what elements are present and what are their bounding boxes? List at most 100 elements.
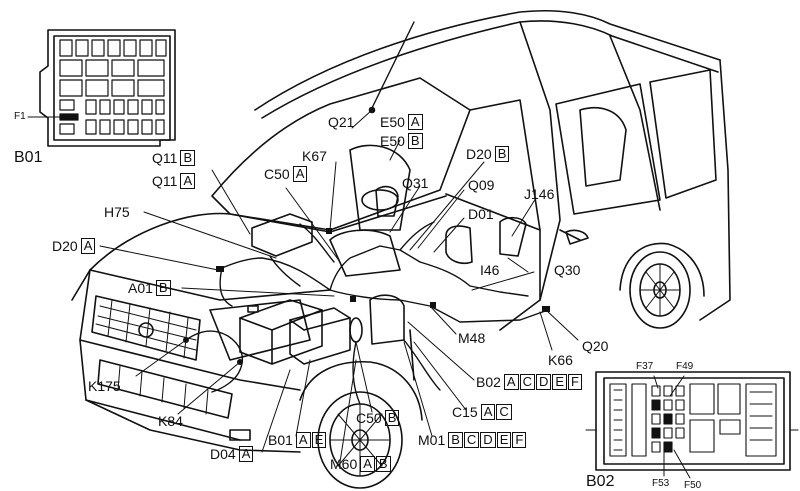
antenna [368, 21, 415, 114]
connector-suffix-box: E [552, 374, 568, 390]
component-code: K175 [88, 378, 121, 394]
component-code: Q30 [554, 262, 581, 278]
component-label-k84: K84 [158, 413, 185, 429]
connector-suffix-box: D [480, 432, 496, 448]
component-code: C15 [452, 404, 478, 420]
component-code: C50 [264, 166, 290, 182]
component-code: M01 [418, 432, 446, 448]
connector-suffix-box: F [512, 432, 527, 448]
connector-suffix-box: B [375, 456, 391, 472]
component-code: K67 [302, 148, 327, 164]
connector-suffix-box: F [568, 374, 582, 390]
connector-suffix-box: A [480, 404, 496, 420]
fuse-label: F53 [652, 478, 670, 489]
connector-suffix-box: C [463, 432, 480, 448]
connector-suffix-box: C [496, 404, 512, 420]
connector-suffix-box: D [535, 374, 552, 390]
component-code: Q31 [402, 175, 429, 191]
component-label-q20: Q20 [582, 338, 610, 354]
connector-suffix-box: E [496, 432, 512, 448]
component-code: D20 [466, 146, 492, 162]
component-code: K84 [158, 413, 183, 429]
component-code: D04 [210, 446, 236, 462]
component-label-m48: M48 [458, 330, 487, 346]
component-code: D01 [468, 206, 494, 222]
component-label-i46: I46 [480, 262, 501, 278]
component-code: Q09 [468, 177, 495, 193]
connector-suffix-box: E [311, 432, 327, 448]
component-code: I46 [480, 262, 500, 278]
connector-suffix-box: A [238, 446, 254, 462]
component-label-k175: K175 [88, 378, 123, 394]
component-code: J146 [524, 186, 555, 202]
van-body [71, 9, 731, 489]
connector-suffix-box: C [519, 374, 535, 390]
component-code: A01 [128, 280, 153, 296]
fuse-label: F50 [684, 480, 702, 491]
connector-suffix-box: A [295, 432, 311, 448]
component-code: D20 [52, 238, 78, 254]
body-computer-b02-inset [585, 371, 799, 479]
connector-suffix-box: B [407, 133, 423, 149]
component-label-d01: D01 [468, 206, 496, 222]
fuse-box-b01-inset [27, 29, 176, 147]
fuse-label: F49 [676, 361, 694, 372]
fuse-label: F37 [636, 361, 654, 372]
component-code: K66 [548, 352, 573, 368]
connector-suffix-box: A [180, 173, 196, 189]
component-code: B02 [476, 374, 501, 390]
connector-suffix-box: B [155, 280, 171, 296]
connector-suffix-box: B [448, 432, 463, 448]
component-label-k67: K67 [302, 148, 329, 164]
component-code: H75 [104, 204, 130, 220]
connector-suffix-box: A [80, 238, 96, 254]
inset-fuse-label: F1 [14, 111, 26, 122]
component-code: Q11 [152, 150, 178, 166]
component-code: Q20 [582, 338, 609, 354]
connector-suffix-box: B [384, 410, 400, 426]
connector-suffix-box: A [407, 114, 423, 130]
connector-suffix-box: A [360, 456, 375, 472]
component-code: M60 [330, 456, 358, 472]
component-label-h75: H75 [104, 204, 132, 220]
component-label-q31: Q31 [402, 175, 430, 191]
component-label-k66: K66 [548, 352, 575, 368]
connector-suffix-box: B [180, 150, 196, 166]
component-code: E50 [380, 133, 405, 149]
leader-lines [99, 109, 579, 463]
component-label-q30: Q30 [554, 262, 582, 278]
component-code: C50 [356, 410, 382, 426]
inset-fuse-box-label: B01 [14, 149, 43, 166]
component-code: M48 [458, 330, 486, 346]
connector-points [183, 228, 550, 365]
component-label-q09: Q09 [468, 177, 496, 193]
connector-suffix-box: A [292, 166, 308, 182]
component-label-q21: Q21 [328, 114, 356, 130]
component-code: Q21 [328, 114, 355, 130]
connector-suffix-box: B [494, 146, 510, 162]
component-label-j146: J146 [524, 186, 556, 202]
component-code: Q11 [152, 173, 178, 189]
connector-suffix-box: A [503, 374, 519, 390]
component-code: B01 [268, 432, 293, 448]
inset-body-computer-label: B02 [586, 473, 615, 490]
component-code: E50 [380, 114, 405, 130]
wiring-harness [185, 221, 549, 405]
